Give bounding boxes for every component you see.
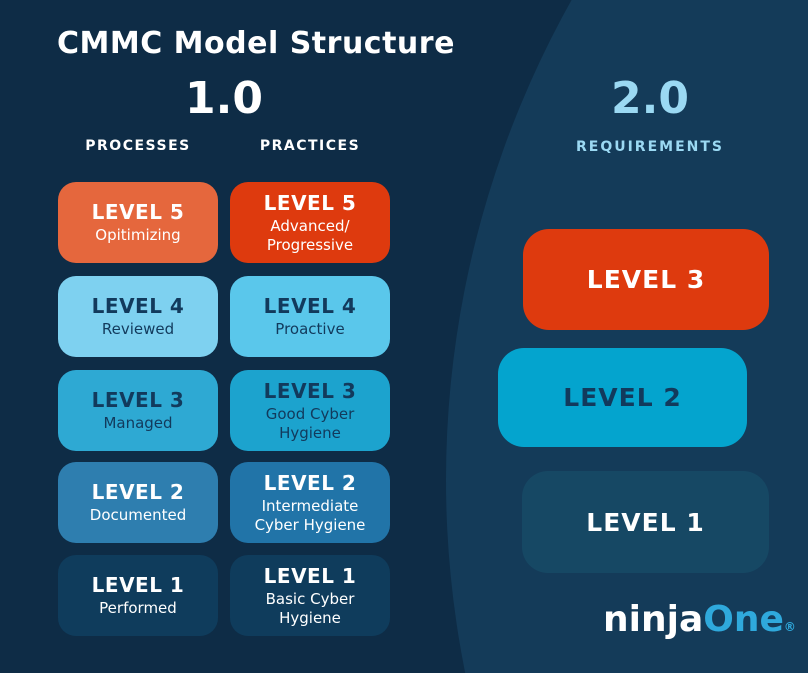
level-label: LEVEL 5	[91, 200, 185, 225]
logo-ninja-text: ninja	[603, 599, 704, 640]
level-label: LEVEL 3	[91, 388, 185, 413]
level-label: LEVEL 2	[263, 470, 357, 495]
level-subtitle: Basic Cyber Hygiene	[265, 589, 355, 627]
level-subtitle: Managed	[103, 414, 173, 433]
practice-box-level3: LEVEL 3 Good Cyber Hygiene	[230, 370, 390, 451]
ninjaone-logo: ninjaOne®	[603, 599, 796, 640]
level-label: LEVEL 2	[91, 480, 185, 505]
process-box-level1: LEVEL 1 Performed	[58, 555, 218, 636]
level-label: LEVEL 2	[563, 383, 682, 412]
processes-column-heading: PROCESSES	[85, 138, 191, 154]
requirement-box-level3: LEVEL 3	[523, 229, 769, 330]
level-subtitle: Good Cyber Hygiene	[265, 404, 355, 442]
level-label: LEVEL 5	[263, 190, 357, 215]
requirements-heading: REQUIREMENTS	[575, 139, 724, 155]
level-subtitle: Proactive	[275, 320, 345, 339]
level-label: LEVEL 1	[91, 573, 185, 598]
level-subtitle: Documented	[89, 506, 187, 525]
process-box-level3: LEVEL 3 Managed	[58, 370, 218, 451]
level-label: LEVEL 1	[586, 507, 705, 537]
level-subtitle: Intermediate Cyber Hygiene	[254, 496, 366, 534]
level-subtitle: Performed	[99, 599, 177, 618]
requirement-box-level2: LEVEL 2	[498, 348, 747, 447]
version-2-heading: 2.0	[611, 73, 689, 124]
level-subtitle: Opitimizing	[95, 226, 181, 245]
practice-box-level5: LEVEL 5 Advanced/ Progressive	[230, 182, 390, 263]
process-box-level2: LEVEL 2 Documented	[58, 462, 218, 543]
version-1-heading: 1.0	[185, 73, 263, 124]
level-label: LEVEL 1	[263, 563, 357, 588]
level-label: LEVEL 4	[263, 294, 357, 319]
practice-box-level1: LEVEL 1 Basic Cyber Hygiene	[230, 555, 390, 636]
logo-one-text: One	[703, 599, 784, 640]
level-label: LEVEL 3	[263, 378, 357, 403]
practice-box-level4: LEVEL 4 Proactive	[230, 276, 390, 357]
level-subtitle: Advanced/ Progressive	[266, 216, 354, 254]
process-box-level5: LEVEL 5 Opitimizing	[58, 182, 218, 263]
level-label: LEVEL 4	[91, 294, 185, 319]
registered-trademark-icon: ®	[783, 620, 796, 634]
practice-box-level2: LEVEL 2 Intermediate Cyber Hygiene	[230, 462, 390, 543]
level-subtitle: Reviewed	[101, 320, 175, 339]
practices-column-heading: PRACTICES	[259, 138, 361, 154]
requirement-box-level1: LEVEL 1	[522, 471, 769, 573]
level-label: LEVEL 3	[586, 265, 706, 294]
page-title: CMMC Model Structure	[57, 26, 455, 61]
process-box-level4: LEVEL 4 Reviewed	[58, 276, 218, 357]
